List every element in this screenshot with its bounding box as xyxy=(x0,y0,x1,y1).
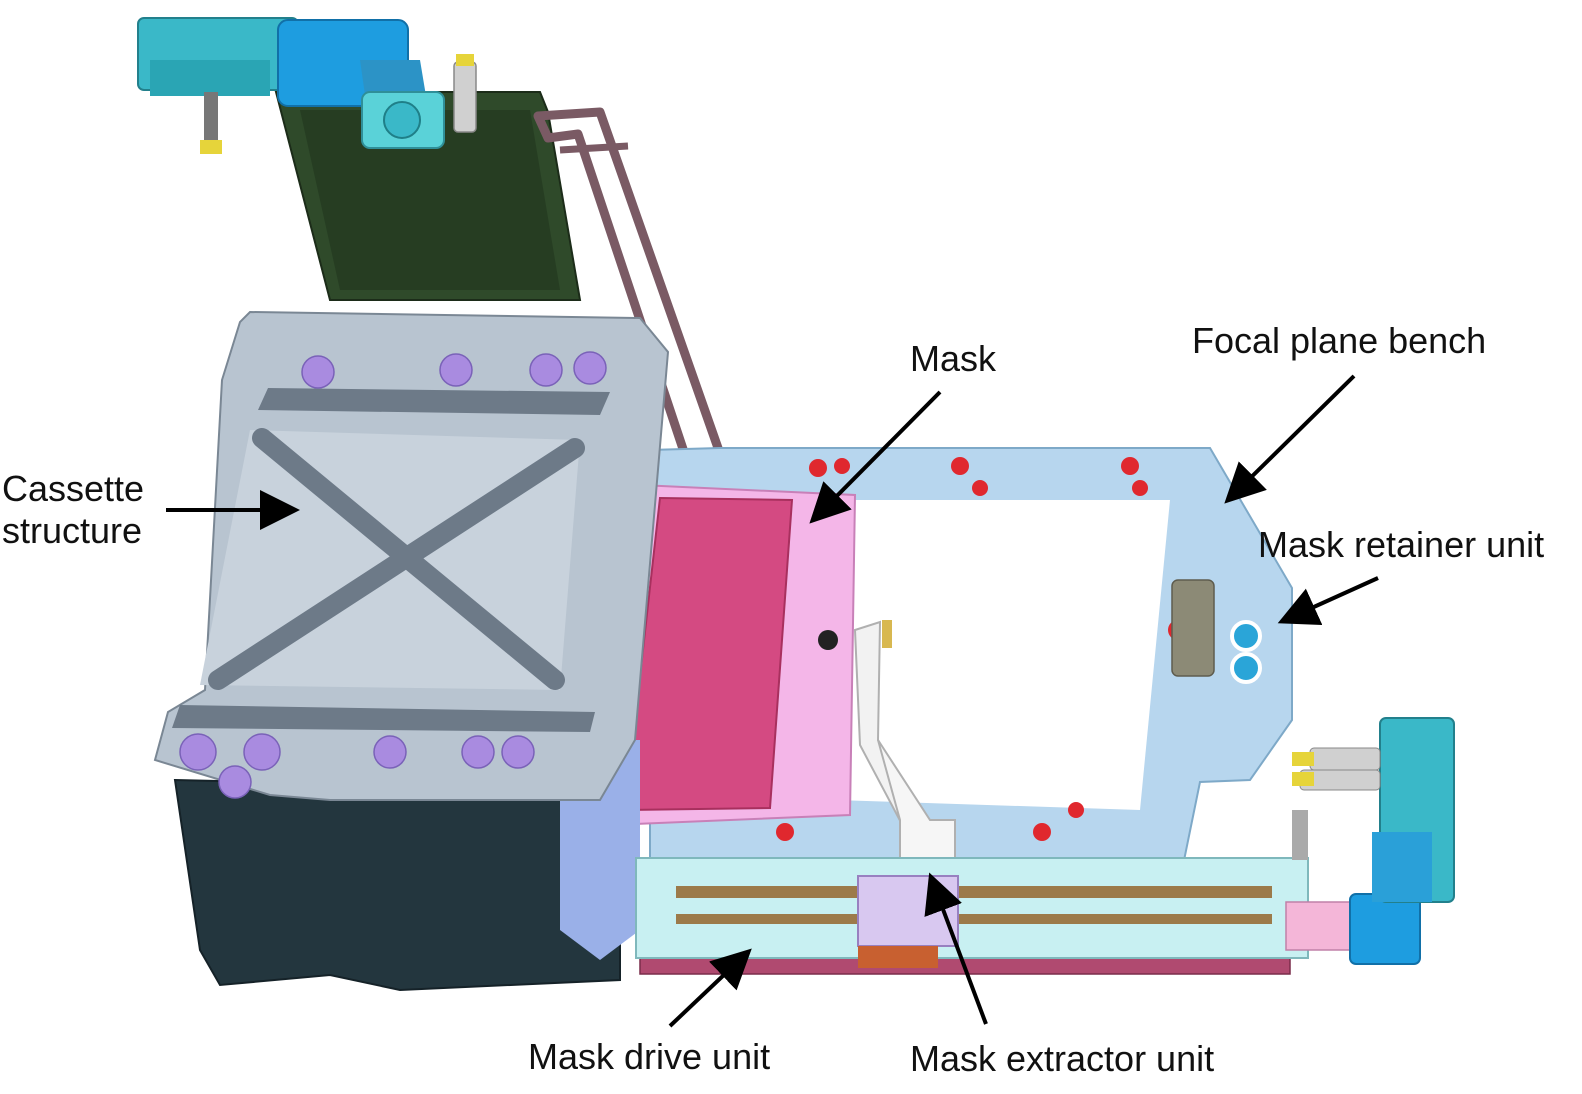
mask-assembly xyxy=(608,483,857,827)
arrow-mask-extractor-unit xyxy=(924,872,988,1025)
label-cassette-line1: Cassette xyxy=(2,468,145,509)
label-cassette-structure: Cassette structure xyxy=(2,468,144,552)
callout-arrows xyxy=(166,374,1379,1028)
label-cassette-line2: structure xyxy=(2,510,143,551)
cassette-fittings xyxy=(179,351,607,799)
top-motor-assembly xyxy=(137,17,582,301)
label-mask-extractor-unit: Mask extractor unit xyxy=(910,1038,1215,1079)
arrow-mask-retainer-unit xyxy=(1277,576,1379,626)
cassette-structure xyxy=(153,310,670,992)
label-focal-plane-bench: Focal plane bench xyxy=(1192,320,1487,361)
arrow-mask xyxy=(809,390,942,524)
label-mask-drive-unit: Mask drive unit xyxy=(528,1036,771,1077)
arrow-mask-drive-unit xyxy=(668,948,752,1028)
label-mask-retainer-unit: Mask retainer unit xyxy=(1258,524,1545,565)
label-mask: Mask xyxy=(910,338,997,379)
arrow-focal-plane-bench xyxy=(1224,374,1356,504)
